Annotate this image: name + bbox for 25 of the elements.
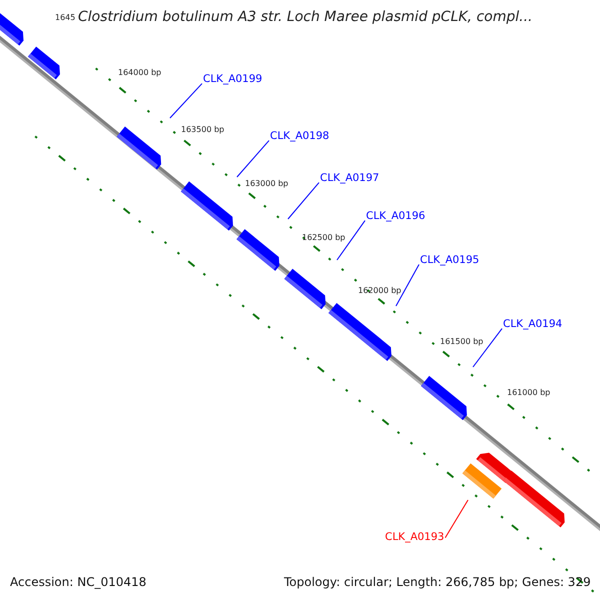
scale-label: 161500 bp	[440, 338, 484, 347]
gene-label: CLK_A0195	[420, 255, 480, 267]
leader-line	[472, 328, 502, 368]
leader-line	[236, 140, 270, 178]
footer-text: Accession: NC_010418	[10, 576, 146, 590]
leader-line	[288, 182, 320, 220]
leader-line	[170, 83, 202, 118]
scale-label: 161000 bp	[507, 389, 550, 398]
gene-label: CLK_A0197	[320, 173, 380, 185]
scale-label: 162500 bp	[302, 234, 346, 243]
gene-label: CLK_A0199	[203, 74, 262, 86]
leader-line	[444, 500, 468, 538]
title: Clostridium botulinum A3 str. Loch Maree plasmid pCLK, compl...	[78, 9, 532, 25]
leader-line	[336, 220, 366, 260]
scale-label: 164000 bp	[118, 69, 162, 78]
gene-label: CLK_A0194	[503, 319, 562, 331]
leader-line	[396, 264, 420, 306]
scale-label: 163500 bp	[181, 126, 224, 135]
scale-label: 163000 bp	[245, 180, 288, 189]
gene-label: CLK_A0198	[270, 131, 330, 143]
gene-label: CLK_A0196	[366, 211, 426, 223]
footer-text: Topology: circular; Length: 266,785 bp; Genes: 329	[284, 576, 591, 590]
gene-label: CLK_A0193	[385, 532, 444, 544]
scale-label: 162000 bp	[358, 287, 402, 296]
scale-label: 1645	[55, 14, 76, 23]
